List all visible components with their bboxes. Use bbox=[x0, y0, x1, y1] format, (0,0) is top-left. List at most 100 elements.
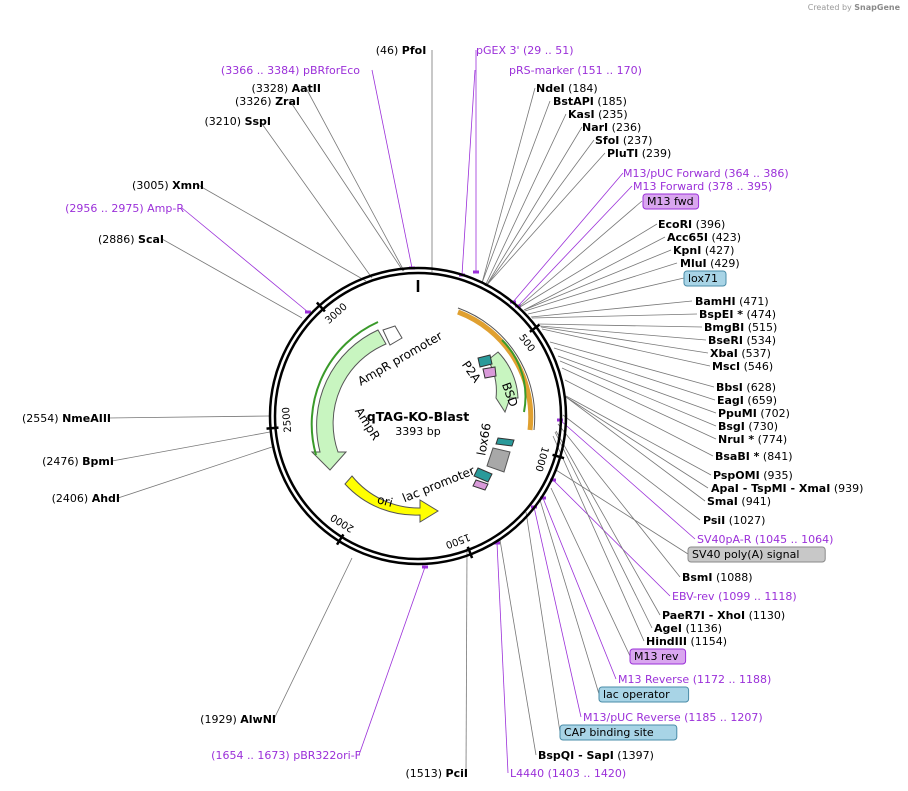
site-label: HindIII (1154) bbox=[646, 635, 727, 648]
ampr-arrow bbox=[310, 329, 387, 471]
site-position: (628) bbox=[746, 381, 776, 394]
site-label: KasI (235) bbox=[568, 108, 628, 121]
leader-line bbox=[539, 499, 600, 695]
site-position: (1403 .. 1420) bbox=[548, 767, 627, 780]
snapgene-logo-text: SnapGene bbox=[854, 3, 900, 12]
site-label: PluTI (239) bbox=[607, 147, 671, 160]
feature-box bbox=[559, 724, 678, 741]
ampr-outer-arc bbox=[310, 321, 379, 456]
plasmid-name: qTAG-KO-Blast bbox=[367, 409, 469, 424]
leader-line bbox=[161, 238, 303, 319]
leader-line bbox=[358, 566, 426, 756]
site-name: MluI bbox=[680, 257, 707, 270]
site-label: M13/pUC Reverse (1185 .. 1207) bbox=[583, 711, 763, 724]
site-position: (3326) bbox=[235, 95, 272, 108]
site-label: PspOMI (935) bbox=[713, 469, 793, 482]
leader-line bbox=[550, 487, 631, 657]
feature-name: lox66 bbox=[474, 422, 493, 457]
site-position: (1088) bbox=[716, 571, 753, 584]
site-name: AlwNI bbox=[240, 713, 276, 726]
site-label: KpnI (427) bbox=[673, 244, 734, 257]
leader-line bbox=[531, 313, 698, 319]
feature-label: lac operator bbox=[603, 688, 670, 701]
site-position: (730) bbox=[748, 420, 778, 433]
site-label: AgeI (1136) bbox=[654, 622, 722, 635]
site-position: (939) bbox=[834, 482, 864, 495]
orange-arc bbox=[457, 309, 534, 431]
leader-line bbox=[496, 542, 509, 774]
leader-line bbox=[525, 511, 561, 733]
leader-line bbox=[481, 87, 536, 284]
lox66-segment bbox=[495, 437, 515, 447]
leader-line bbox=[117, 446, 273, 499]
site-label: EBV-rev (1099 .. 1118) bbox=[672, 590, 797, 603]
site-position: (2956 .. 2975) bbox=[65, 202, 144, 215]
leader-line bbox=[537, 323, 703, 328]
site-name: pRS-marker bbox=[509, 64, 574, 77]
site-label: XbaI (537) bbox=[710, 347, 771, 360]
scale-tick bbox=[552, 453, 565, 460]
site-label: SfoI (237) bbox=[595, 134, 652, 147]
site-name: PsiI bbox=[703, 514, 725, 527]
polya-segment bbox=[486, 447, 511, 473]
site-name: EBV-rev bbox=[672, 590, 715, 603]
site-label: (2406) AhdI bbox=[52, 492, 120, 505]
leader-line bbox=[549, 341, 715, 388]
site-position: (427) bbox=[705, 244, 735, 257]
site-name: PpuMI bbox=[718, 407, 757, 420]
site-name: AgeI bbox=[654, 622, 682, 635]
p2a-pink-segment bbox=[482, 366, 497, 379]
leader-line bbox=[517, 185, 633, 307]
site-name: BsmI bbox=[682, 571, 713, 584]
site-name: BbsI bbox=[716, 381, 743, 394]
site-name: BstAPI bbox=[553, 95, 594, 108]
site-position: (941) bbox=[741, 495, 771, 508]
site-label: NdeI (184) bbox=[536, 82, 598, 95]
leader-line bbox=[565, 396, 706, 502]
scale-tick bbox=[315, 301, 326, 313]
site-position: (185) bbox=[597, 95, 627, 108]
leader-line bbox=[565, 395, 712, 476]
leader-line bbox=[197, 184, 367, 282]
site-position: (546) bbox=[744, 360, 774, 373]
site-label: (3210) SspI bbox=[204, 115, 271, 128]
site-position: (1130) bbox=[749, 609, 786, 622]
site-name: XmnI bbox=[172, 179, 204, 192]
site-name: AatII bbox=[292, 82, 321, 95]
site-name: M13/pUC Reverse bbox=[583, 711, 681, 724]
site-position: (1027) bbox=[729, 514, 766, 527]
site-position: (3005) bbox=[132, 179, 169, 192]
site-position: (423) bbox=[711, 231, 741, 244]
leader-line bbox=[555, 469, 689, 555]
feature-box bbox=[598, 686, 690, 703]
leader-line bbox=[562, 414, 701, 521]
primer-mark bbox=[550, 478, 556, 482]
site-position: (2886) bbox=[98, 233, 135, 246]
site-position: (1397) bbox=[617, 749, 654, 762]
site-label: SV40pA-R (1045 .. 1064) bbox=[697, 533, 833, 546]
site-label: BamHI (471) bbox=[695, 295, 769, 308]
site-label: Acc65I (423) bbox=[667, 231, 741, 244]
site-name: KasI bbox=[568, 108, 595, 121]
site-name: BsgI bbox=[718, 420, 745, 433]
site-position: (1045 .. 1064) bbox=[755, 533, 834, 546]
site-name: BpmI bbox=[82, 455, 114, 468]
site-label: MluI (429) bbox=[680, 257, 740, 270]
site-name: NarI bbox=[582, 121, 608, 134]
site-name: SmaI bbox=[707, 495, 738, 508]
site-position: (364 .. 386) bbox=[724, 167, 789, 180]
site-name: SspI bbox=[245, 115, 271, 128]
feature-label: SV40 poly(A) signal bbox=[692, 548, 799, 561]
site-name: PaeR7I - XhoI bbox=[662, 609, 745, 622]
plasmid-length: 3393 bp bbox=[395, 425, 440, 438]
site-name: Acc65I bbox=[667, 231, 708, 244]
leader-line bbox=[559, 419, 696, 540]
primer-mark bbox=[494, 541, 500, 545]
leader-line bbox=[542, 497, 617, 680]
site-label: MscI (546) bbox=[712, 360, 773, 373]
leader-line bbox=[561, 367, 717, 440]
site-position: (659) bbox=[747, 394, 777, 407]
leader-line bbox=[481, 100, 551, 284]
site-label: ApaI - TspMI - XmaI (939) bbox=[711, 482, 863, 495]
